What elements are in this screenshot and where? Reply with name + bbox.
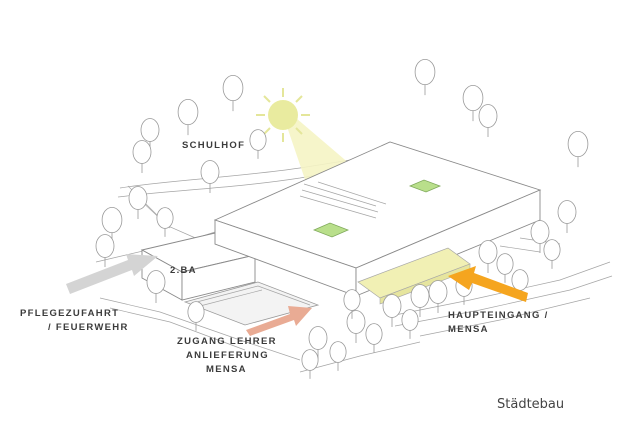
tree-icon [200,160,220,193]
tree-icon [187,301,205,331]
second-phase-label: 2.BA [170,265,197,276]
tree-icon [95,234,115,267]
anlieferung-label: ANLIEFERUNG [186,350,269,361]
tree-icon [365,323,383,353]
tree-icon [478,240,498,273]
tree-icon [410,284,430,317]
tree-icon [329,341,347,371]
tree-icon [428,280,448,313]
tree-icon [462,84,484,122]
skylight [312,222,350,238]
tree-icon [140,118,160,151]
tree-icon [382,294,402,327]
arrow-icon [448,266,528,302]
haupteingang-label: HAUPTEINGANG / [448,310,549,321]
tree-icon [146,270,166,303]
tree-icon [346,310,366,343]
tree-icon [543,239,561,269]
zugang-lehrer-label: ZUGANG LEHRER [177,336,277,347]
arrow-icon [246,306,312,336]
pflegezufahrt-label: PFLEGEZUFAHRT [20,308,119,319]
tree-icon [301,349,319,379]
tree-icon [177,98,199,136]
haupteingang-mensa-label: MENSA [448,324,489,335]
tree-icon [222,74,244,112]
tree-icon [128,186,148,219]
caption: Städtebau [497,397,564,412]
tree-icon [156,207,174,237]
skylight [408,179,442,193]
schulhof-label: SCHULHOF [182,140,245,151]
tree-icon [530,220,550,253]
mensa-label: MENSA [206,364,247,375]
tree-icon [132,140,152,173]
arrow-icon [66,254,158,294]
tree-icon [414,58,436,96]
service-yard [183,281,320,326]
tree-icon [249,129,267,159]
feuerwehr-label: / FEUERWEHR [48,322,129,333]
tree-icon [496,253,514,283]
tree-icon [567,130,589,168]
main-building [213,141,542,305]
sun-icon [256,88,310,142]
tree-icon [343,289,361,319]
roof-light-stripes [299,181,387,219]
tree-icon [401,309,419,339]
tree-icon [478,104,498,137]
tree-icon [557,200,577,233]
